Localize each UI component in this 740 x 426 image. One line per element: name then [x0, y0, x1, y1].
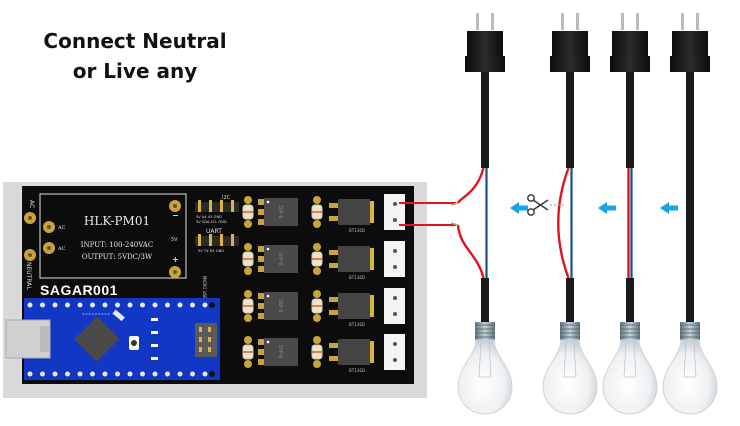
- plug-body: [612, 31, 648, 58]
- led-2: [151, 331, 158, 334]
- led-4: [151, 357, 158, 360]
- triac-label: BT136D: [349, 322, 365, 327]
- led-3: [151, 344, 158, 347]
- bulb-filament: [563, 341, 577, 378]
- icsp-header: [195, 323, 217, 357]
- optocoupler-label: DIP-6: [277, 205, 283, 218]
- triac: [338, 293, 370, 319]
- plug-body: [672, 31, 708, 58]
- bulb-base: [620, 322, 640, 340]
- plug-body: [552, 31, 588, 58]
- module-model: HLK-PM01: [84, 214, 150, 228]
- optocoupler: [264, 338, 298, 366]
- led-1: [151, 318, 158, 321]
- triac-label: BT136D: [349, 228, 365, 233]
- neutral-edge-label: NEUTRAL: [25, 262, 32, 290]
- nano-header-pins: [27, 302, 215, 377]
- bulb-base: [680, 322, 700, 340]
- relay-channels: DIP-6BT136DDIP-6BT136DDIP-6BT136DDIP-6BT…: [242, 194, 405, 373]
- lamp-3: [602, 13, 658, 415]
- lamp-2: [542, 13, 598, 415]
- plug-pin: [476, 13, 479, 30]
- optocoupler-label: DIP-6: [277, 345, 283, 358]
- plug-pin: [696, 13, 699, 30]
- cable-jacket-upper: [566, 72, 574, 168]
- cable-jacket-lower: [626, 278, 634, 322]
- uart-row: 5V TX RX GND: [198, 249, 224, 253]
- plug-pin: [561, 13, 564, 30]
- plug-body: [467, 31, 503, 58]
- heading-line-2: or Live any: [72, 59, 198, 83]
- cable-jacket-upper: [481, 72, 489, 168]
- bulb-base: [560, 322, 580, 340]
- triac: [338, 339, 370, 365]
- module-input: INPUT: 100-240VAC: [81, 241, 153, 249]
- triac-label: BT136D: [349, 368, 365, 373]
- heading-line-1: Connect Neutral: [43, 29, 227, 53]
- output-terminal: [384, 288, 405, 324]
- ac-edge-label: AC: [28, 200, 35, 208]
- live-wire-pulled: [557, 167, 570, 279]
- optocoupler-label: DIP-6: [277, 299, 283, 312]
- scissors-icon: [527, 194, 566, 216]
- i2c-header-pins: [198, 200, 234, 212]
- triac: [338, 199, 370, 225]
- optocoupler: [264, 198, 298, 226]
- plug-pin: [576, 13, 579, 30]
- plug-pin: [681, 13, 684, 30]
- live-wire-cut-top: [456, 167, 485, 204]
- uart-header-pins: [198, 234, 234, 246]
- cable-jacket-lower: [481, 278, 489, 322]
- optocoupler: [264, 292, 298, 320]
- plug-pin: [636, 13, 639, 30]
- arrow-left-icon: [510, 202, 528, 214]
- uart-header-title: UART: [206, 228, 222, 235]
- stripped-end: [450, 222, 459, 226]
- cable-jacket-lower: [566, 278, 574, 322]
- arrow-left-icon: [598, 202, 616, 214]
- bulb-filament: [623, 341, 637, 378]
- optocoupler-label: DIP-6: [277, 252, 283, 265]
- module-minus-label: −: [172, 211, 179, 220]
- cable-jacket-upper: [686, 72, 694, 322]
- plug-pin: [621, 13, 624, 30]
- pcb-brand-label: SAGAR001: [40, 282, 118, 298]
- cable-jacket-upper: [626, 72, 634, 168]
- output-terminal: [384, 241, 405, 277]
- output-terminal: [384, 334, 405, 370]
- crystal: [112, 309, 125, 322]
- optocoupler: [264, 245, 298, 273]
- triac-label: BT136D: [349, 275, 365, 280]
- module-ac-label-2: AC: [57, 246, 66, 252]
- module-output: OUTPUT: 5VDC/3W: [82, 253, 153, 261]
- mcu-usb-label: MICRO USB: [202, 276, 207, 299]
- stripped-end: [450, 202, 459, 206]
- arrow-left-icon: [660, 202, 678, 214]
- lamp-4: [662, 13, 718, 415]
- lamp-1: [450, 13, 513, 415]
- uart-header: [195, 236, 239, 246]
- arduino-nano: [24, 298, 220, 380]
- lamp-assemblies: [450, 13, 718, 415]
- plug-pin: [491, 13, 494, 30]
- module-5v-label: 5V: [171, 237, 178, 243]
- i2c-header: [195, 202, 239, 212]
- triac: [338, 246, 370, 272]
- bulb-filament: [683, 341, 697, 378]
- output-wires: [399, 202, 456, 226]
- live-wire-cut-bottom: [456, 224, 485, 279]
- bulb-filament: [478, 341, 492, 378]
- module-plus-label: +: [172, 255, 179, 264]
- i2c-header-title: I2C: [222, 195, 231, 201]
- power-module-outline: [39, 193, 187, 279]
- i2c-row2: 5V SDA SCL GND: [196, 220, 227, 224]
- bulb-base: [475, 322, 495, 340]
- module-ac-label-1: AC: [57, 225, 66, 231]
- i2c-row1: 5V A4 A5 GND: [196, 215, 222, 219]
